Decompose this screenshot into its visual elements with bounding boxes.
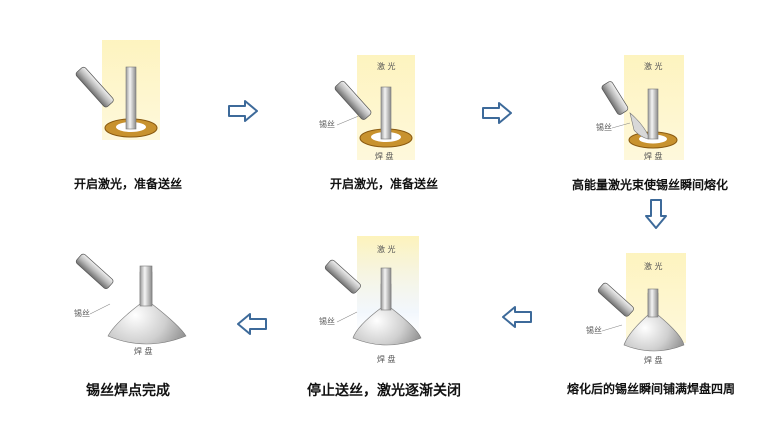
step-1-diagram: [60, 35, 220, 175]
pin: [380, 267, 392, 311]
solder-wire: [597, 282, 634, 317]
molten-solder: [629, 112, 649, 140]
solder-wire: [324, 259, 361, 294]
solder-cone: [107, 271, 187, 345]
solder-cone: [623, 292, 685, 352]
wire-label: 锡丝: [319, 119, 335, 129]
pin: [125, 66, 137, 130]
step-4-diagram: 激 光 锡丝 焊 盘: [582, 245, 742, 385]
wire-label: 锡丝: [596, 122, 612, 132]
pad-label: 焊 盘: [134, 346, 153, 356]
wire-label: 锡丝: [319, 316, 335, 326]
solder-wire: [334, 80, 372, 120]
arrow-left-icon: [502, 306, 532, 328]
solder-cone: [352, 283, 422, 346]
step-3-diagram: 激 光 锡丝 焊 盘: [582, 35, 742, 175]
solder-wire: [601, 81, 629, 115]
arrow-right-icon: [482, 102, 512, 124]
laser-label: 激 光: [377, 244, 396, 254]
step-5-diagram: 激 光 锡丝 焊 盘: [315, 232, 475, 372]
step-1-caption: 开启激光，准备送丝: [73, 177, 183, 191]
pin: [380, 86, 392, 140]
laser-label: 激 光: [377, 61, 396, 71]
step-2-diagram: 激 光 锡丝 焊 盘: [315, 35, 475, 175]
laser-label: 激 光: [644, 61, 663, 71]
step-4-caption: 熔化后的锡丝瞬间铺满焊盘四周: [566, 382, 736, 396]
pin: [647, 88, 659, 140]
step-2-caption: 开启激光，准备送丝: [329, 177, 439, 191]
step-6-caption: 锡丝焊点完成: [86, 383, 170, 399]
pad-label: 焊 盘: [644, 355, 663, 365]
pin: [647, 288, 659, 318]
wire-label: 锡丝: [74, 308, 90, 318]
solder-wire: [75, 66, 114, 108]
pad-label: 焊 盘: [377, 354, 396, 364]
pin: [139, 265, 153, 307]
step-3-caption: 高能量激光束使锡丝瞬间熔化: [571, 178, 729, 192]
step-5-caption: 停止送丝，激光逐渐关闭: [307, 383, 461, 399]
step-6-diagram: 锡丝 焊 盘: [60, 232, 220, 372]
laser-label: 激 光: [644, 261, 663, 271]
arrow-left-icon: [237, 313, 267, 335]
pad-label: 焊 盘: [644, 151, 663, 161]
pad-label: 焊 盘: [375, 151, 394, 161]
arrow-down-icon: [645, 199, 667, 229]
solder-wire: [75, 253, 114, 289]
wire-label: 锡丝: [586, 325, 602, 335]
arrow-right-icon: [228, 100, 258, 122]
